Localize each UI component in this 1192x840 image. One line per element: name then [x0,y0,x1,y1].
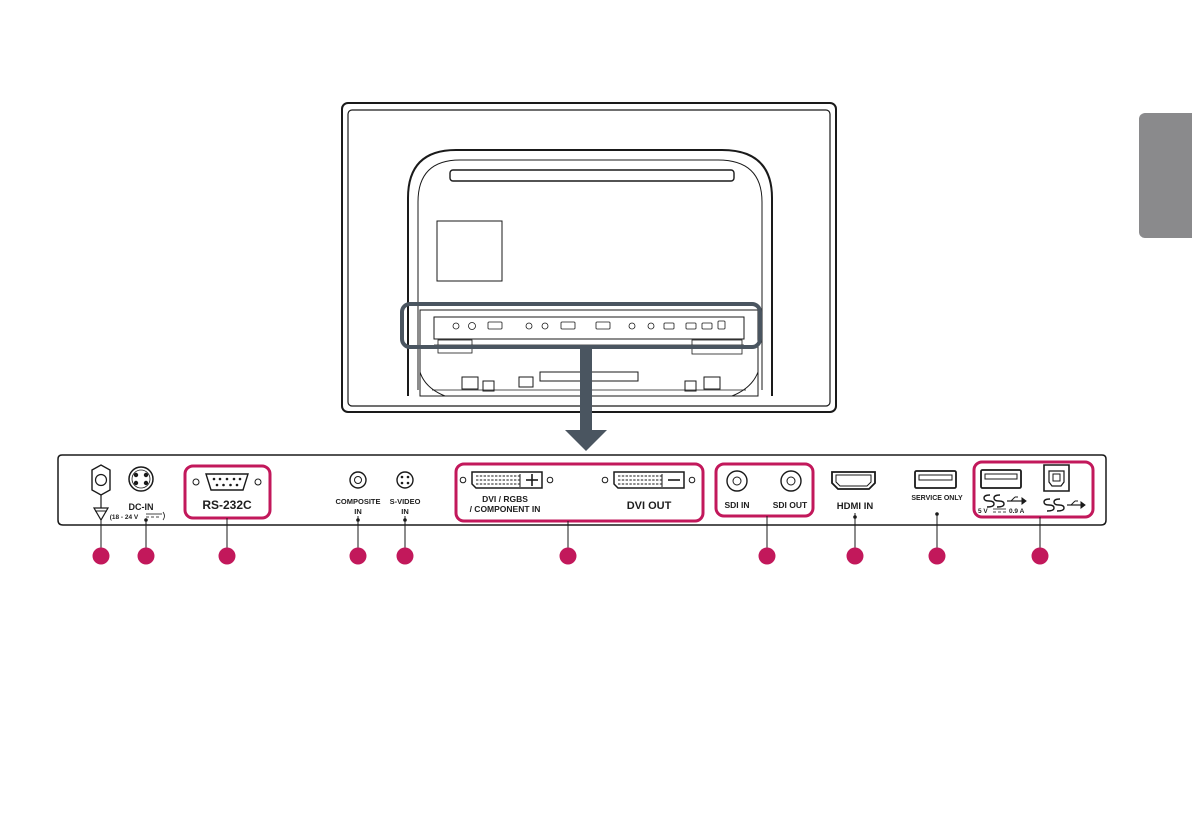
component-in-label: / COMPONENT IN [470,504,541,514]
rs232c-label: RS-232C [202,498,252,512]
composite-label: COMPOSITE [335,497,380,506]
hdmi-in-label: HDMI IN [837,501,874,512]
dc-in-label: DC-IN [129,502,154,512]
s-video-in-label: IN [401,507,409,516]
usb-power-voltage-label: 5 V [978,508,988,515]
composite-in-label: IN [354,507,362,516]
dc-in-range-label: (18 - 24 V [110,514,139,521]
sdi-in-label: SDI IN [724,500,749,510]
dvi-out-label: DVI OUT [627,500,672,512]
callout-6 [560,521,577,565]
usb-power-current-label: 0.9 A [1009,508,1025,515]
dvi-rgbs-label: DVI / RGBS [482,494,528,504]
callout-1 [93,520,110,565]
s-video-label: S-VIDEO [390,497,421,506]
service-only-label: SERVICE ONLY [911,495,963,502]
sdi-out-label: SDI OUT [773,500,808,510]
